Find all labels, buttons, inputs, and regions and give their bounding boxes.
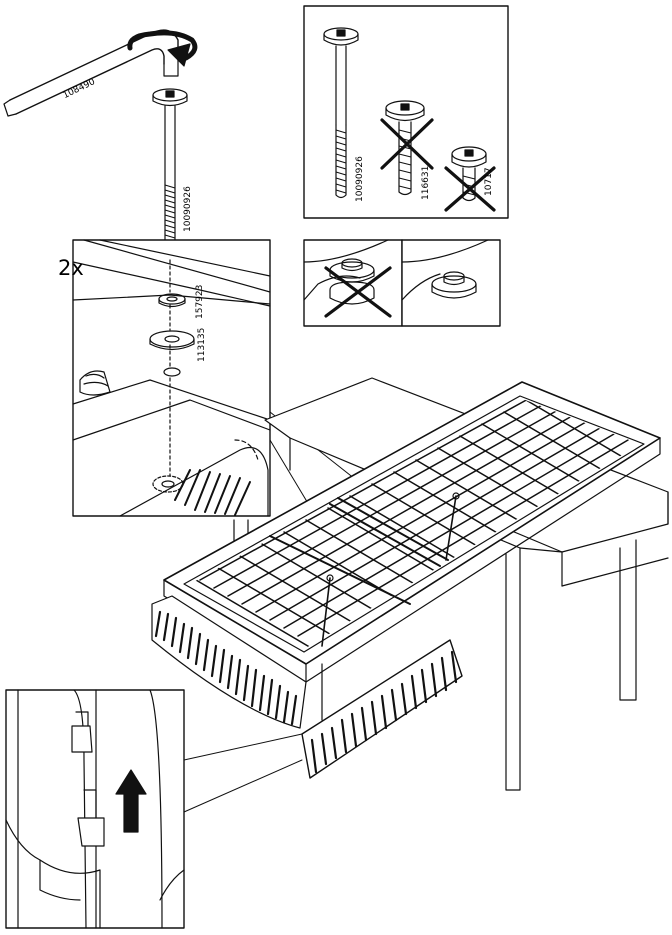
- washer-wrong-box: [303, 239, 403, 327]
- detail-box-runner: [5, 689, 303, 929]
- long-bolt-part-number: 10090926: [183, 186, 193, 232]
- rotate-arrow-icon: [127, 30, 198, 67]
- wrong-screw-a-part-number: 116631: [421, 165, 431, 200]
- long-bolt-icon: [152, 88, 188, 259]
- small-washer-part-number: 157923: [195, 284, 205, 319]
- large-washer-part-number: 113135: [197, 327, 207, 362]
- washer-correct-box: [401, 239, 501, 327]
- allen-key-icon: [3, 29, 179, 117]
- parts-comparison-box: [303, 5, 509, 219]
- detail-box-washers: [72, 239, 271, 517]
- mesh-drawer: [151, 381, 661, 779]
- parts-box-bolt-part-number: 10090926: [355, 156, 365, 202]
- step-quantity-label: 2x: [58, 256, 84, 280]
- wrong-screw-b-part-number: 10717: [484, 167, 494, 196]
